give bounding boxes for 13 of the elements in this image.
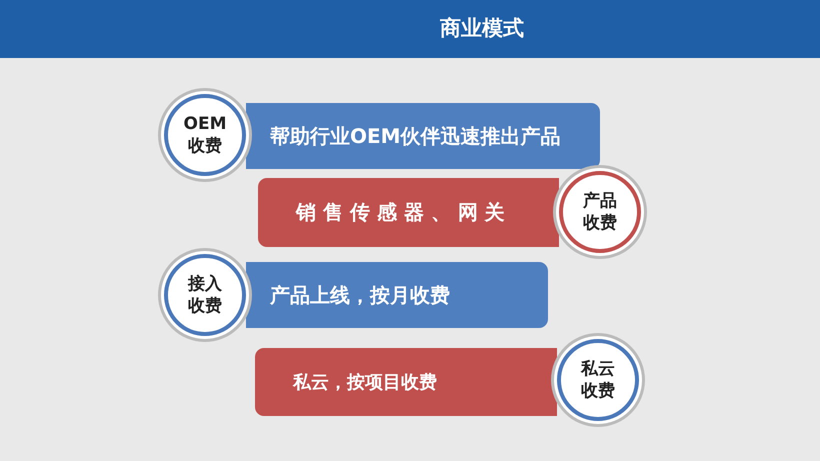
banner-bar — [258, 178, 559, 247]
label-text: 帮助行业OEM伙伴迅速推出产品 — [270, 122, 561, 150]
banner-bar — [255, 348, 557, 416]
label-text: 私云收费 — [580, 358, 616, 402]
slide-title: 商业模式 — [440, 15, 524, 42]
label-text: 私云，按项目收费 — [293, 371, 437, 394]
label-text: 产品上线，按月收费 — [270, 282, 450, 308]
banner-bar — [246, 103, 600, 169]
label-text: 产品收费 — [582, 190, 618, 234]
banner-bar — [246, 262, 548, 328]
label-text: 接入收费 — [186, 273, 223, 317]
label-text: 销 售 传 感 器 、 网 关 — [296, 199, 505, 226]
label-text: OEM 收费 — [183, 113, 227, 157]
